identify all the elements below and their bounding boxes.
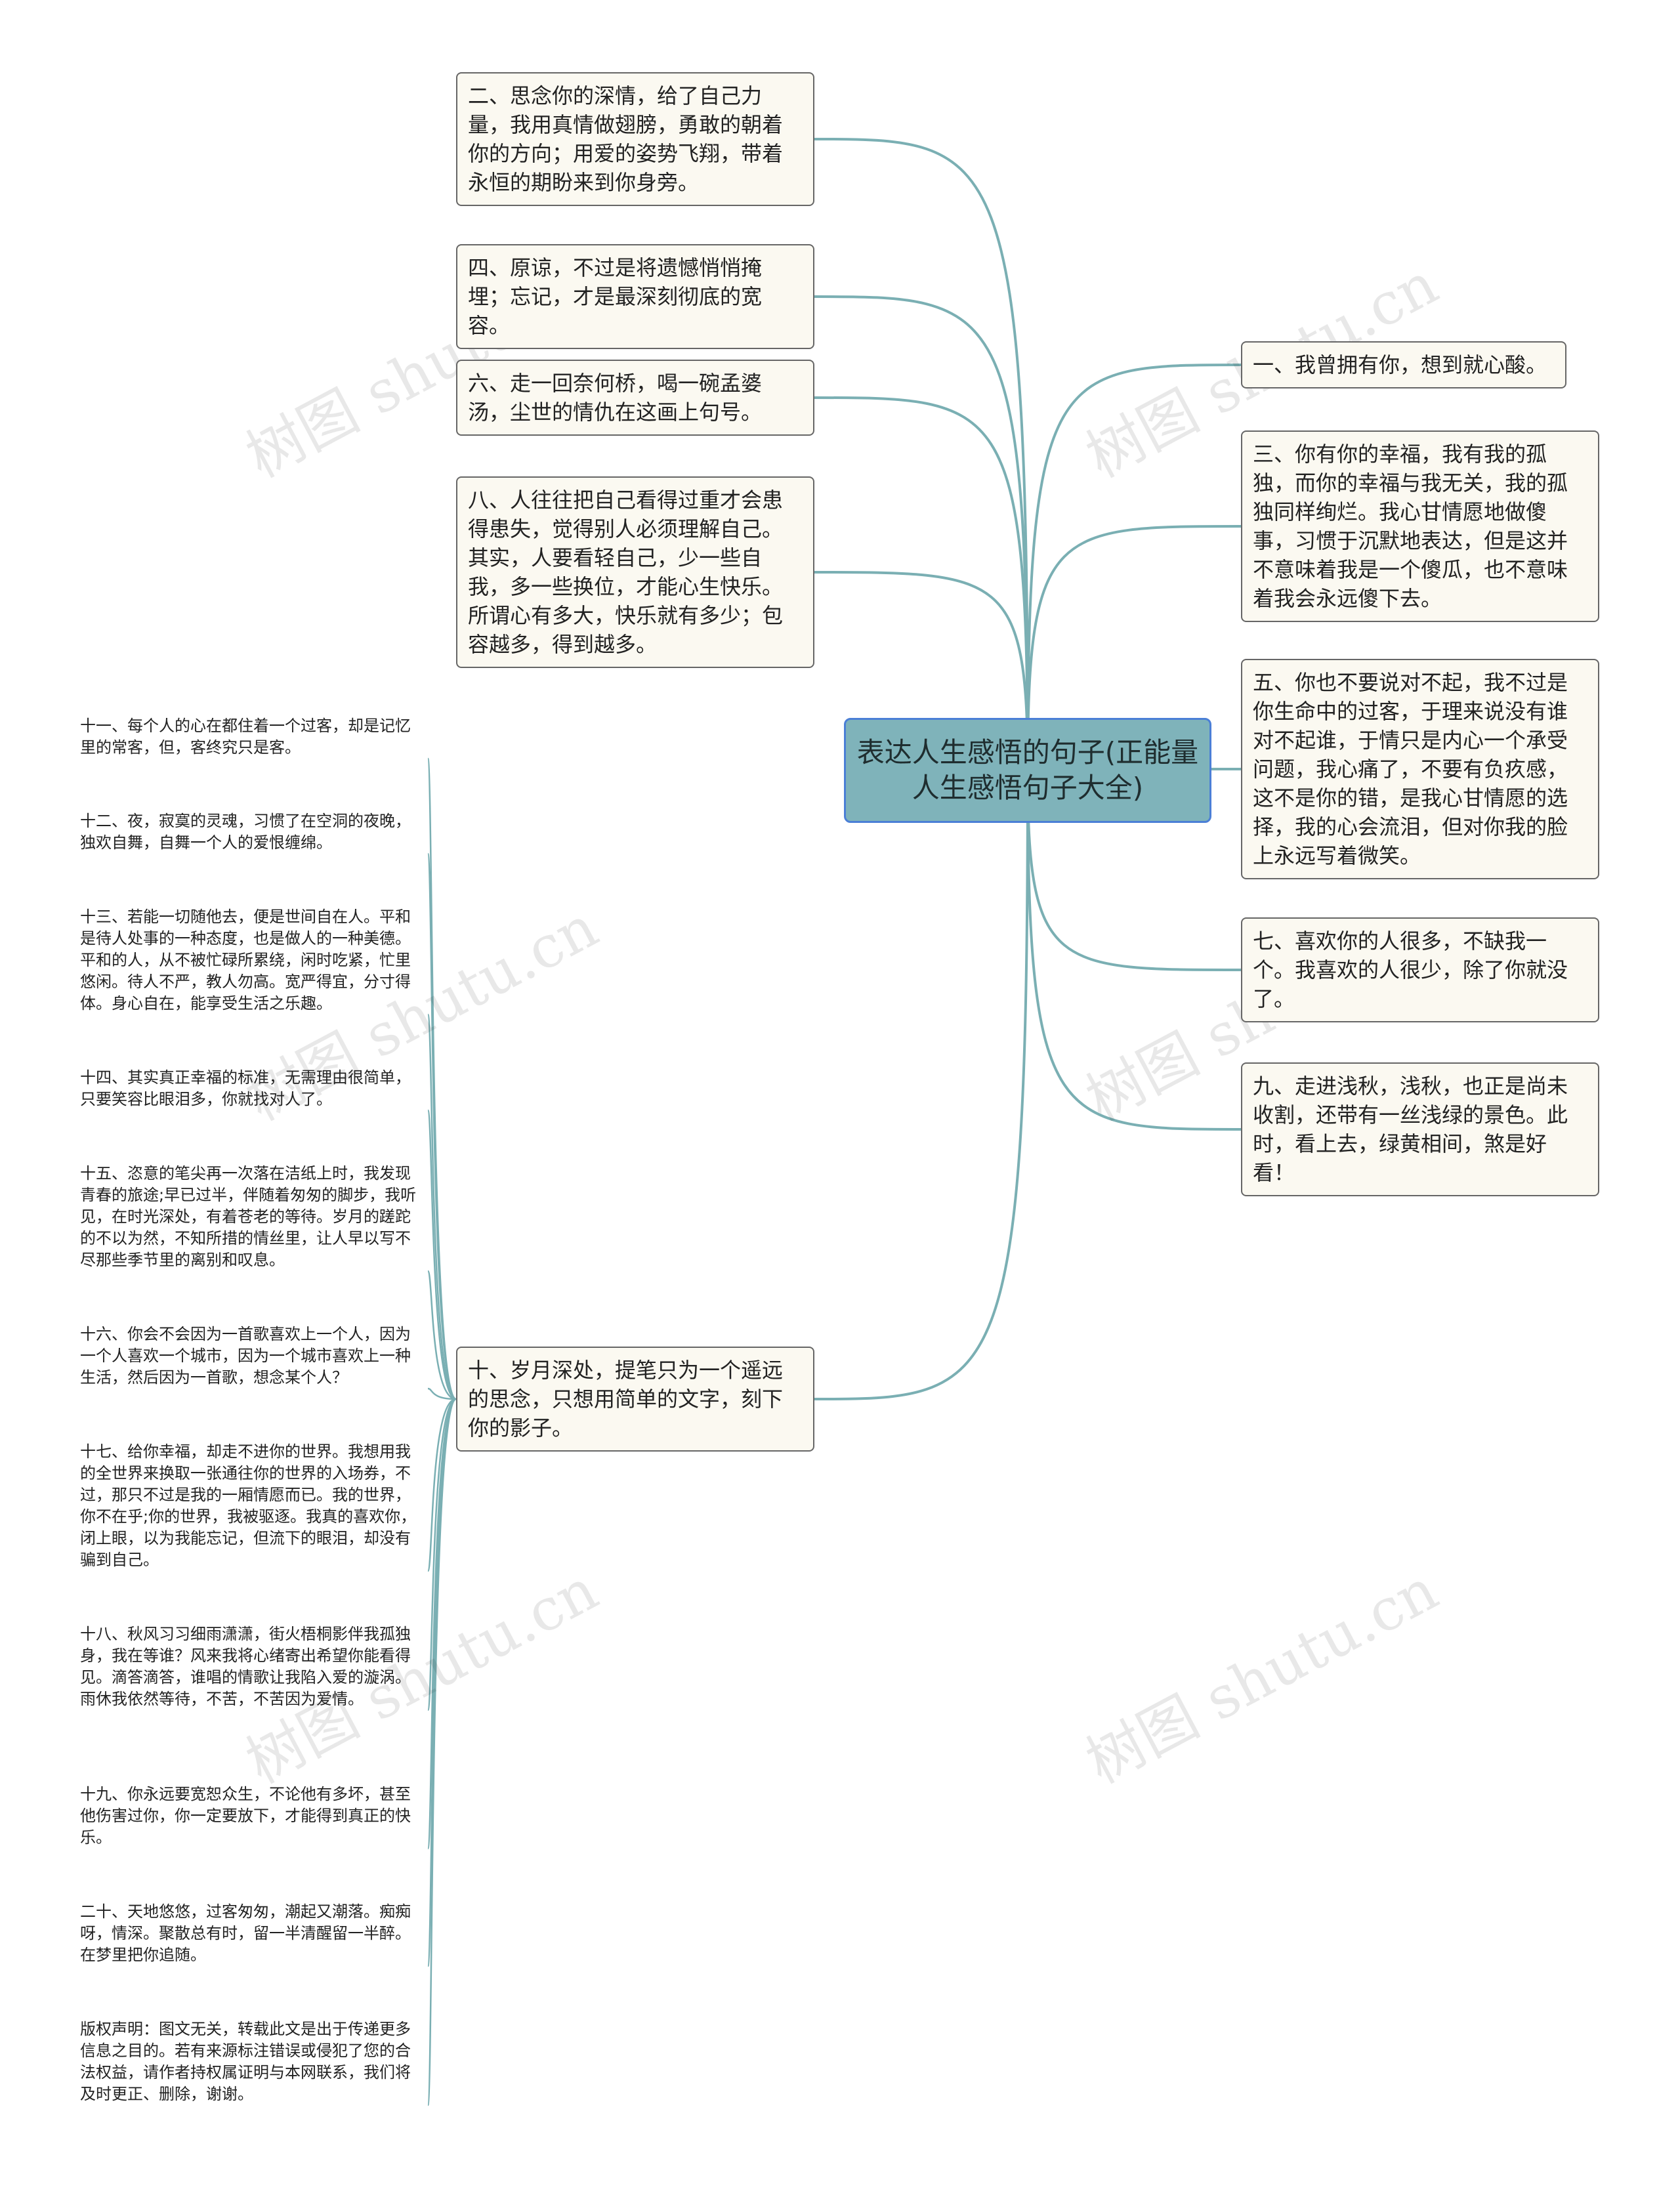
leaf-node-12[interactable]: 十二、夜，寂寞的灵魂，习惯了在空洞的夜晚，独欢自舞，自舞一个人的爱恨缠绵。: [80, 812, 411, 852]
connector-left-0: [814, 138, 1029, 771]
leaf-node-copyright[interactable]: 版权声明：图文无关，转载此文是出于传递更多信息之目的。若有来源标注错误或侵犯了您…: [80, 2020, 411, 2103]
branch-node-6[interactable]: 六、走一回奈何桥，喝一碗孟婆汤，尘世的情仇在这画上句号。: [456, 360, 814, 436]
connector-leaf-6: [427, 1398, 457, 1572]
connector-left-1: [814, 295, 1029, 771]
connector-right-3: [1026, 770, 1242, 971]
leaf-node-11[interactable]: 十一、每个人的心在都住着一个过客，却是记忆里的常客，但，客终究只是客。: [80, 717, 411, 757]
branch-node-9[interactable]: 九、走进浅秋，浅秋，也正是尚未收割，还带有一丝浅绿的景色。此时，看上去，绿黄相间…: [1241, 1062, 1599, 1196]
connector-leaf-4: [427, 1270, 457, 1400]
connector-leaf-10: [427, 1398, 457, 2106]
leaf-node-19[interactable]: 十九、你永远要宽恕众生，不论他有多坏，甚至他伤害过你，你一定要放下，才能得到真正…: [80, 1785, 411, 1847]
branch-node-3[interactable]: 三、你有你的幸福，我有我的孤独，而你的幸福与我无关，我的孤独同样绚烂。我心甘情愿…: [1241, 430, 1599, 622]
connector-leaf-9: [427, 1398, 457, 1967]
connector-right-4: [1026, 770, 1242, 1131]
branch-node-10[interactable]: 十、岁月深处，提笔只为一个遥远的思念，只想用简单的文字，刻下你的影子。: [456, 1347, 814, 1452]
branch-node-2[interactable]: 二、思念你的深情，给了自己力量，我用真情做翅膀，勇敢的朝着你的方向；用爱的姿势飞…: [456, 72, 814, 206]
leaf-node-18[interactable]: 十八、秋风习习细雨潇潇，街火梧桐影伴我孤独身，我在等谁？风来我将心绪寄出希望你能…: [80, 1625, 411, 1708]
branch-node-5[interactable]: 五、你也不要说对不起，我不过是你生命中的过客，于理来说没有谁对不起谁，于情只是内…: [1241, 659, 1599, 879]
leaf-node-14[interactable]: 十四、其实真正幸福的标准，无需理由很简单，只要笑容比眼泪多，你就找对人了。: [80, 1068, 411, 1108]
leaf-node-13[interactable]: 十三、若能一切随他去，便是世间自在人。平和是待人处事的一种态度，也是做人的一种美…: [80, 908, 411, 1013]
connector-leaf-1: [427, 852, 457, 1400]
connector-leaf-8: [427, 1398, 457, 1850]
connector-left-2: [814, 396, 1029, 771]
root-topic[interactable]: 表达人生感悟的句子(正能量人生感悟句子大全): [844, 718, 1211, 823]
leaf-node-17[interactable]: 十七、给你幸福，却走不进你的世界。我想用我的全世界来换取一张通往你的世界的入场券…: [80, 1442, 417, 1569]
branch-node-8[interactable]: 八、人往往把自己看得过重才会患得患失，觉得别人必须理解自己。其实，人要看轻自己，…: [456, 476, 814, 668]
connector-leaf-3: [427, 1109, 457, 1400]
branch-node-4[interactable]: 四、原谅，不过是将遗憾悄悄掩埋；忘记，才是最深刻彻底的宽容。: [456, 244, 814, 349]
connector-left-3: [814, 571, 1029, 771]
connector-leaf-2: [427, 1013, 457, 1400]
connector-leaf-7: [427, 1398, 457, 1711]
connector-leaf-0: [427, 757, 457, 1400]
leaf-node-20[interactable]: 二十、天地悠悠，过客匆匆，潮起又潮落。痴痴呀，情深。聚散总有时，留一半清醒留一半…: [80, 1902, 411, 1964]
leaf-node-15[interactable]: 十五、恣意的笔尖再一次落在洁纸上时，我发现青春的旅途;早已过半，伴随着匆匆的脚步…: [80, 1164, 417, 1269]
branch-node-7[interactable]: 七、喜欢你的人很多，不缺我一个。我喜欢的人很少，除了你就没了。: [1241, 917, 1599, 1022]
leaf-node-16[interactable]: 十六、你会不会因为一首歌喜欢上一个人，因为一个人喜欢一个城市，因为一个城市喜欢上…: [80, 1325, 411, 1387]
connector-right-1: [1026, 525, 1242, 771]
connector-left-4: [814, 770, 1029, 1400]
connector-leaf-5: [427, 1387, 457, 1400]
connector-right-0: [1026, 364, 1242, 771]
branch-node-1[interactable]: 一、我曾拥有你，想到就心酸。: [1241, 341, 1566, 388]
